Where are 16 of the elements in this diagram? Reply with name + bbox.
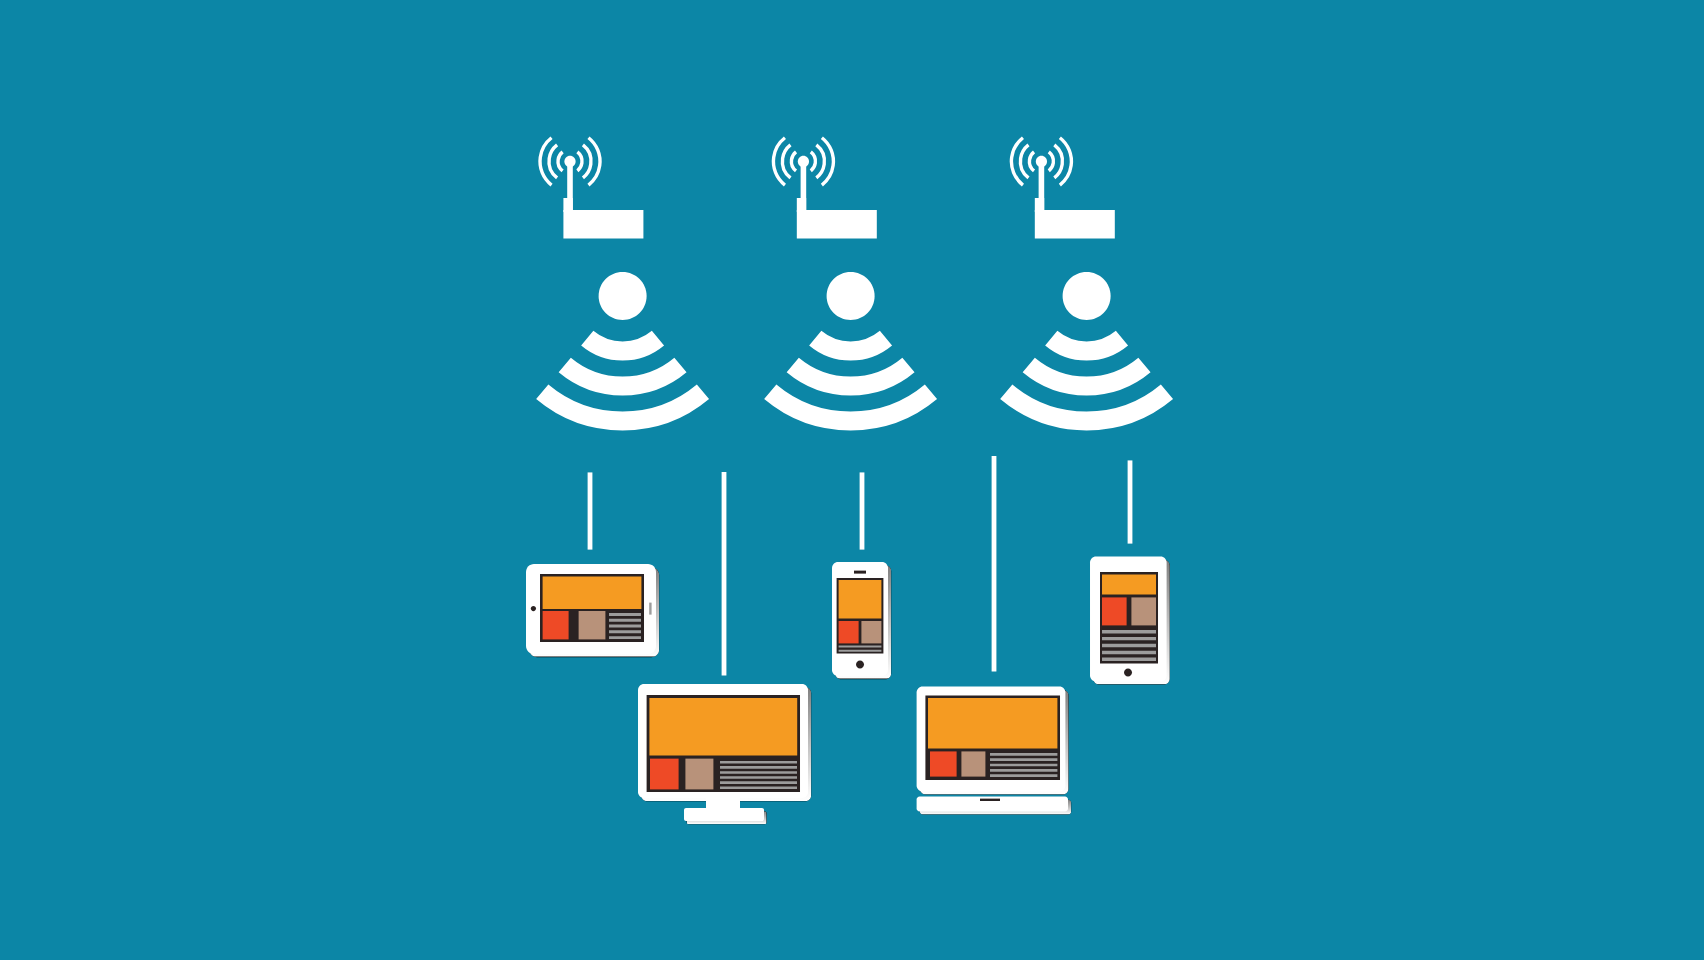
laptop-icon — [916, 686, 1072, 815]
connector-line — [991, 456, 997, 672]
router-icon — [771, 136, 877, 239]
connector-line — [721, 472, 727, 676]
wifi-signal-icon — [1000, 272, 1173, 431]
connector-line — [1127, 460, 1133, 544]
router-icon — [538, 136, 644, 239]
router-icon — [1009, 136, 1115, 239]
monitor-icon — [638, 684, 812, 825]
smartphone-icon — [832, 562, 892, 680]
connector-line — [859, 472, 865, 550]
connector-line — [587, 472, 593, 550]
tablet-icon — [1090, 556, 1170, 685]
tablet-icon — [526, 564, 660, 658]
wifi-signal-icon — [536, 272, 709, 431]
wifi-signal-icon — [764, 272, 937, 431]
